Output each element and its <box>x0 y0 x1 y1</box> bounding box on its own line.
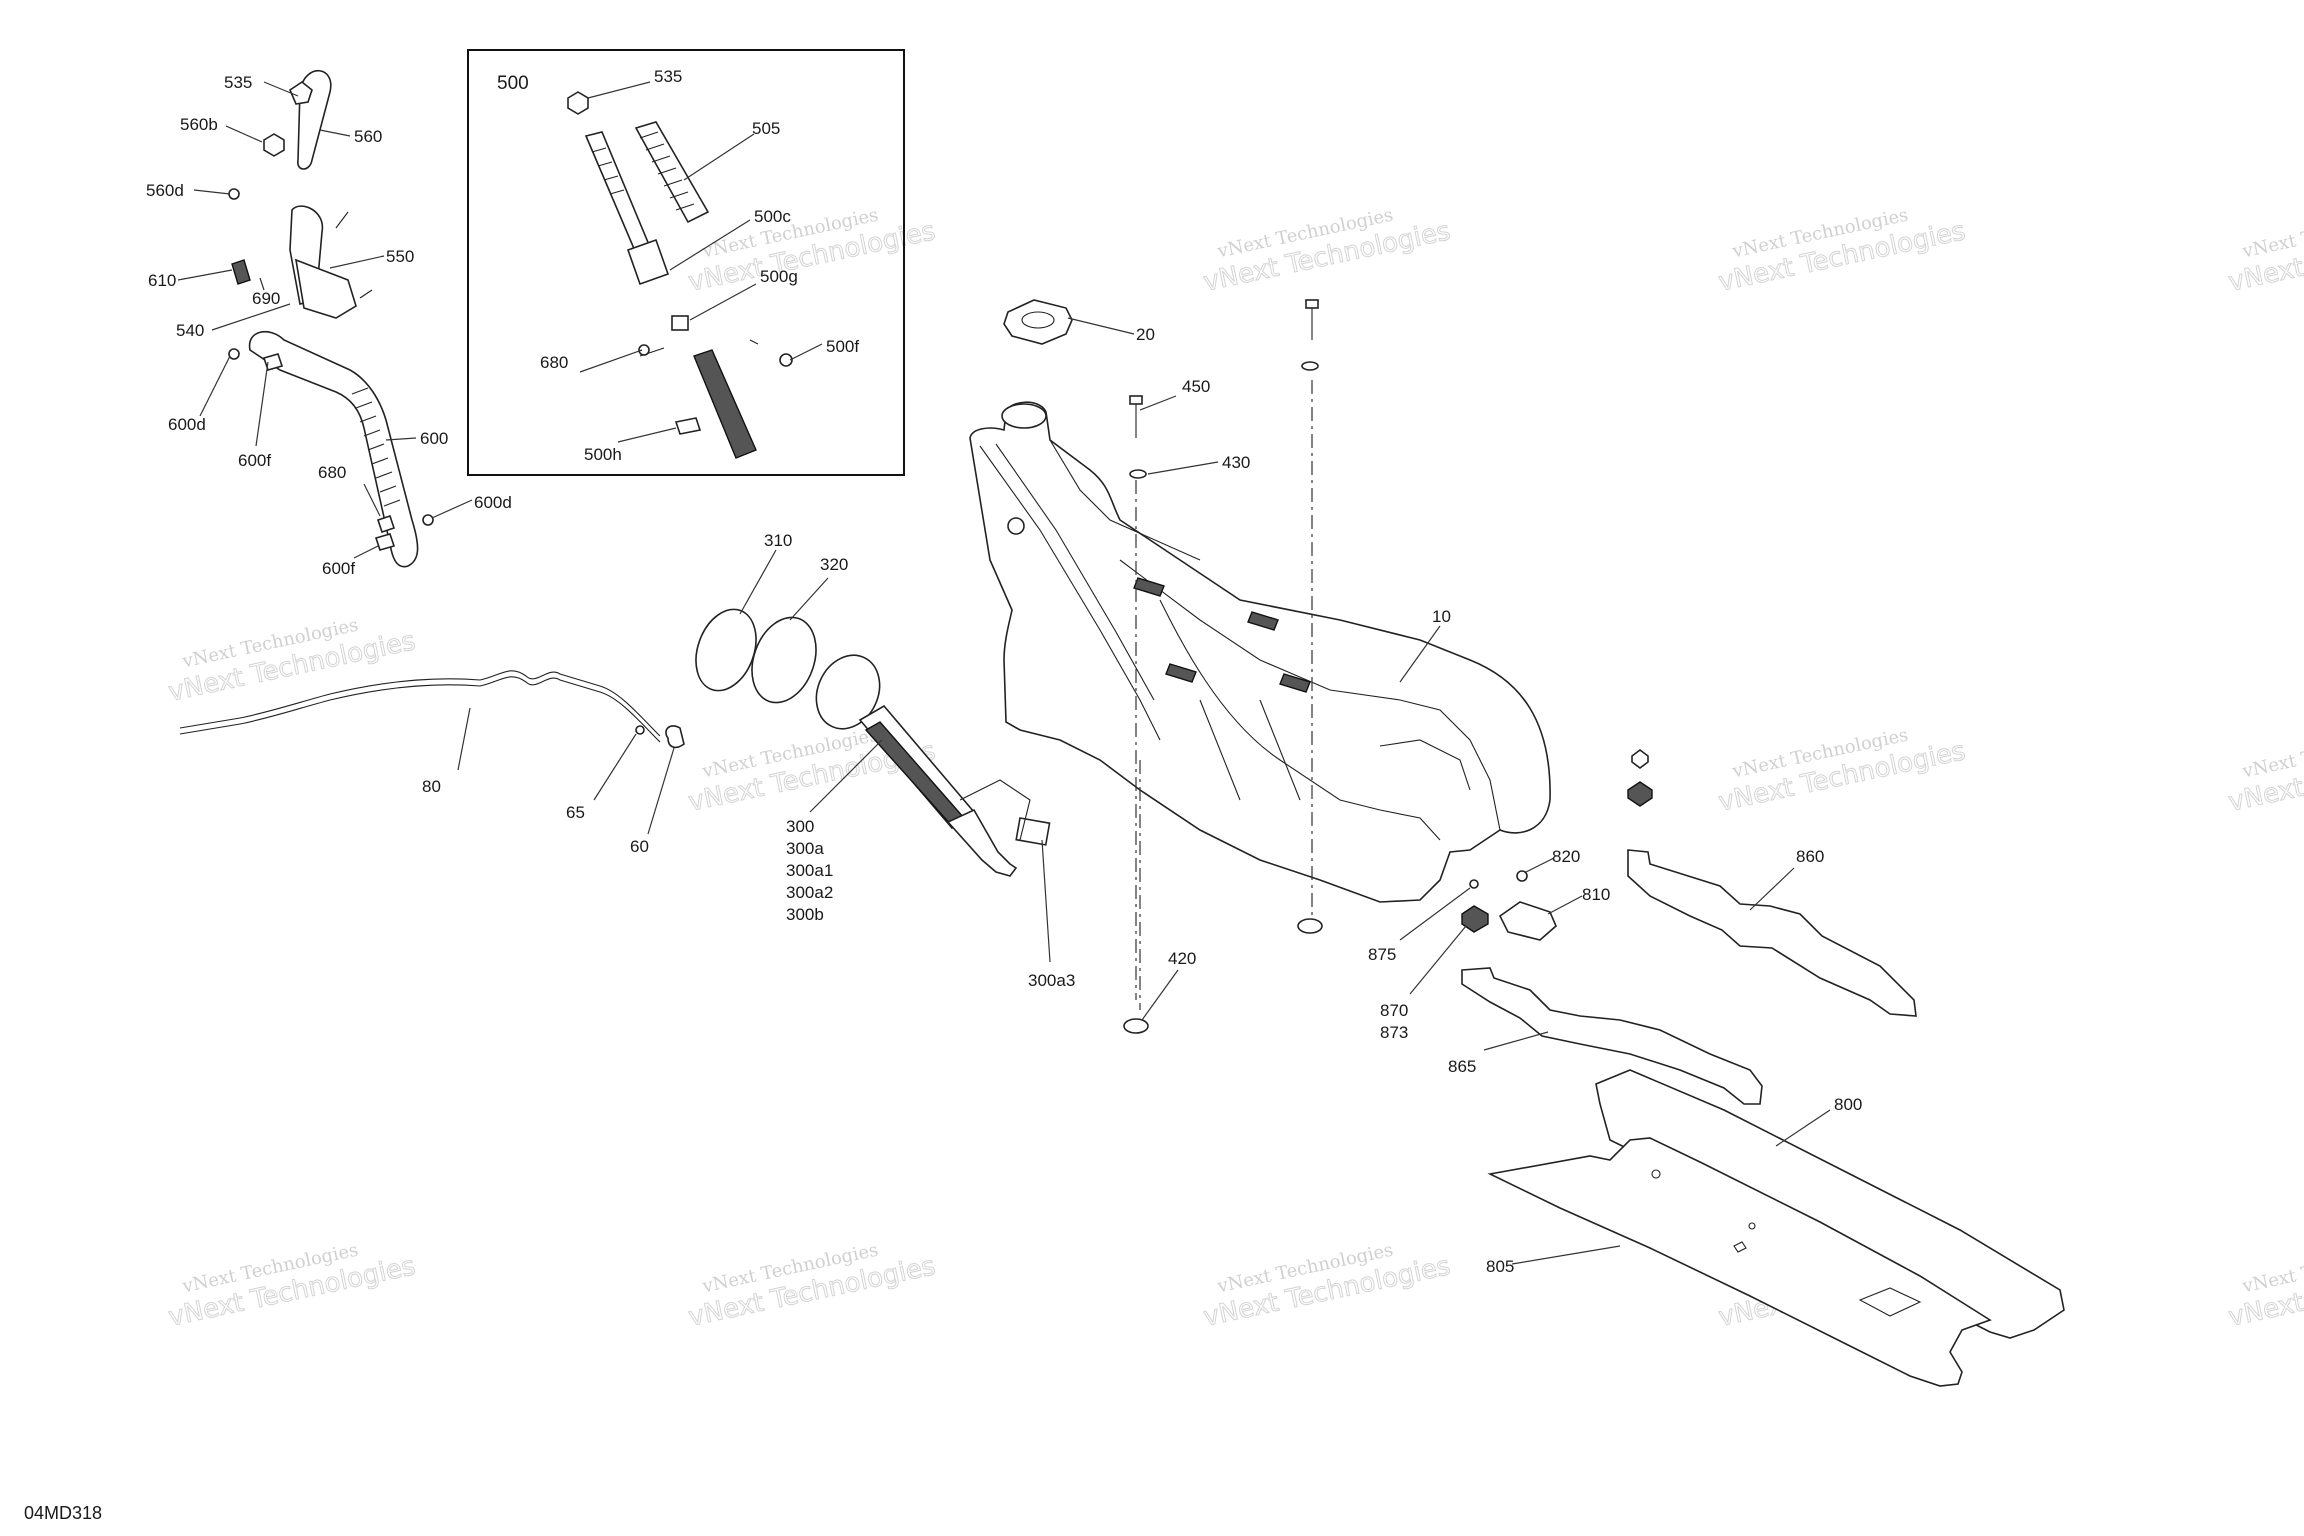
hose-600-part <box>248 331 419 568</box>
callout-label: 610 <box>148 271 176 290</box>
fitting-60-part <box>665 725 685 749</box>
inset-leaders <box>579 81 823 443</box>
clamp-part <box>289 81 313 105</box>
callout-label: 805 <box>1486 1257 1514 1276</box>
heat-shield-group: 800 805 <box>1486 1069 2065 1387</box>
callout-label: 300a <box>786 839 824 858</box>
callout-label: 860 <box>1796 847 1824 866</box>
callout-label: 430 <box>1222 453 1250 472</box>
callout-label: 20 <box>1136 325 1155 344</box>
callout-label: 680 <box>540 353 568 372</box>
strap-860-part <box>1627 849 1917 1017</box>
screw-part <box>1631 749 1649 769</box>
callout-label: 80 <box>422 777 441 796</box>
washer-430-part <box>1129 469 1147 479</box>
washer-part <box>779 353 793 367</box>
fuel-pump-group: 310 320 80 65 60 300 300a 300a1 300a2 30… <box>179 531 1075 990</box>
ring-320-part <box>751 616 817 704</box>
heat-shield-805-part <box>1487 1137 1992 1387</box>
tank-strap-slot <box>1247 611 1279 631</box>
bolt-part <box>1305 299 1319 309</box>
tank-cap-20-part <box>1003 299 1073 345</box>
callout-label: 810 <box>1582 885 1610 904</box>
vent-hose-assembly: 535 560b 560 560d 550 610 690 540 600d 6… <box>146 69 512 578</box>
shield-cutout <box>1858 1287 1922 1317</box>
fuel-tank-group: 20 450 430 10 420 <box>969 299 1551 1034</box>
callout-label: 600f <box>322 559 355 578</box>
callout-label: 60 <box>630 837 649 856</box>
figure-code: 04MD318 <box>24 1503 102 1523</box>
tank-neck-part <box>1001 403 1047 429</box>
callout-label: 560b <box>180 115 218 134</box>
callout-label: 690 <box>252 289 280 308</box>
callout-label: 500f <box>826 337 859 356</box>
callout-label: 300a1 <box>786 861 833 880</box>
grommet-part <box>1297 918 1323 934</box>
callout-label: 535 <box>654 67 682 86</box>
callout-label: 800 <box>1834 1095 1862 1114</box>
fitting-part <box>671 315 689 331</box>
callout-label: 560d <box>146 181 184 200</box>
callout-label: 820 <box>1552 847 1580 866</box>
clip-810-part <box>1498 901 1557 941</box>
washer-875-part <box>1469 879 1479 889</box>
callout-label: 870 <box>1380 1001 1408 1020</box>
callout-label: 300a2 <box>786 883 833 902</box>
nut-part <box>422 514 434 526</box>
fuel-line-80-part <box>179 670 661 737</box>
callout-label: 535 <box>224 73 252 92</box>
callout-label: 550 <box>386 247 414 266</box>
clamp-part <box>262 353 284 371</box>
inset-500: 500 535 5 <box>467 49 905 476</box>
callout-label: 873 <box>1380 1023 1408 1042</box>
nut-part <box>1627 781 1653 807</box>
callout-label: 300a3 <box>1028 971 1075 990</box>
clip-610-part <box>231 259 251 285</box>
callout-label: 505 <box>752 119 780 138</box>
callout-label: 875 <box>1368 945 1396 964</box>
callout-label: 540 <box>176 321 204 340</box>
strap-bracket-group: 820 810 875 870 873 865 860 <box>1368 749 1917 1105</box>
fuel-pump-300-part <box>815 654 1051 877</box>
nut-870-part <box>1461 905 1489 933</box>
tank-strap-slot <box>1279 673 1311 693</box>
fuel-tank-10-part <box>969 401 1551 903</box>
nut-part <box>228 348 240 360</box>
callout-label: 320 <box>820 555 848 574</box>
callout-label: 560 <box>354 127 382 146</box>
callout-label: 65 <box>566 803 585 822</box>
callout-label: 500h <box>584 445 622 464</box>
callout-label: 865 <box>1448 1057 1476 1076</box>
inset-title: 500 <box>497 73 529 94</box>
nut-part <box>228 188 240 200</box>
tank-strap-slot <box>1165 663 1197 683</box>
callout-label: 310 <box>764 531 792 550</box>
nut-part <box>567 91 589 115</box>
callout-label: 680 <box>318 463 346 482</box>
callout-label: 600f <box>238 451 271 470</box>
callout-label: 300 <box>786 817 814 836</box>
callout-label: 420 <box>1168 949 1196 968</box>
callout-label: 600d <box>474 493 512 512</box>
vent-tube-assembly-part <box>584 131 793 459</box>
clamp-part <box>674 417 702 435</box>
grommet-420-part <box>1123 1018 1149 1034</box>
callout-label: 500g <box>760 267 798 286</box>
screw-820-part <box>1516 870 1528 882</box>
clamp-part <box>374 533 396 551</box>
callout-label: 450 <box>1182 377 1210 396</box>
callout-label: 300b <box>786 905 824 924</box>
callout-label: 600 <box>420 429 448 448</box>
tank-strap-slot <box>1133 577 1165 597</box>
callout-label: 600d <box>168 415 206 434</box>
callout-label: 500c <box>754 207 791 226</box>
corrugated-hose-part <box>634 121 710 224</box>
strap-865-part <box>1461 967 1763 1105</box>
callout-label: 10 <box>1432 607 1451 626</box>
fitting-part <box>263 133 285 157</box>
inset-frame <box>467 49 905 476</box>
float-300a3-part <box>1015 817 1051 846</box>
